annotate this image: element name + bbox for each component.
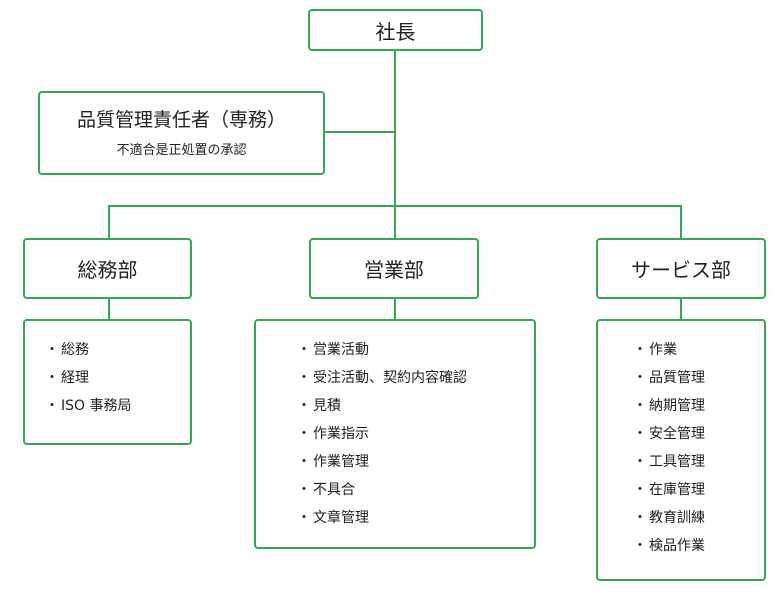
department-eigyo-label: 営業部 bbox=[364, 258, 424, 282]
duty-item: 文章管理 bbox=[297, 504, 467, 532]
duty-item: 作業指示 bbox=[297, 420, 467, 448]
soumu-duty-list: 総務 経理 ISO 事務局 bbox=[45, 336, 132, 420]
president-label: 社長 bbox=[375, 19, 416, 44]
department-service-label: サービス部 bbox=[631, 258, 731, 282]
service-duty-list: 作業 品質管理 納期管理 安全管理 工具管理 在庫管理 教育訓練 検品作業 bbox=[633, 336, 705, 560]
department-service-box: サービス部 bbox=[596, 238, 766, 299]
connector-soumu-duties bbox=[108, 298, 110, 319]
department-soumu-label: 総務部 bbox=[77, 258, 138, 282]
connector-eigyo-duties bbox=[394, 298, 396, 319]
connector-quality-manager bbox=[324, 131, 395, 133]
eigyo-duty-list: 営業活動 受注活動、契約内容確認 見積 作業指示 作業管理 不具合 文章管理 bbox=[297, 336, 467, 532]
duty-item: 不具合 bbox=[297, 476, 467, 504]
soumu-duties-box: 総務 経理 ISO 事務局 bbox=[23, 319, 192, 445]
duty-item: 納期管理 bbox=[633, 392, 705, 420]
connector-horizontal bbox=[108, 205, 682, 207]
connector-service-duties bbox=[680, 298, 682, 319]
quality-manager-duty: 不適合是正処置の承認 bbox=[116, 143, 247, 158]
duty-item: 検品作業 bbox=[633, 532, 705, 560]
duty-item: 品質管理 bbox=[633, 364, 705, 392]
department-soumu-box: 総務部 bbox=[23, 238, 192, 299]
connector-service bbox=[680, 205, 682, 238]
eigyo-duties-box: 営業活動 受注活動、契約内容確認 見積 作業指示 作業管理 不具合 文章管理 bbox=[254, 319, 536, 549]
duty-item: 営業活動 bbox=[297, 336, 467, 364]
connector-soumu bbox=[108, 205, 110, 238]
connector-trunk bbox=[394, 51, 396, 238]
quality-manager-box: 品質管理責任者（専務） 不適合是正処置の承認 bbox=[38, 91, 325, 175]
duty-item: 教育訓練 bbox=[633, 504, 705, 532]
duty-item: 見積 bbox=[297, 392, 467, 420]
duty-item: 作業管理 bbox=[297, 448, 467, 476]
department-eigyo-box: 営業部 bbox=[309, 238, 479, 299]
duty-item: 安全管理 bbox=[633, 420, 705, 448]
duty-item: 工具管理 bbox=[633, 448, 705, 476]
duty-item: ISO 事務局 bbox=[45, 392, 132, 420]
quality-manager-title: 品質管理責任者（専務） bbox=[76, 109, 286, 131]
duty-item: 経理 bbox=[45, 364, 132, 392]
service-duties-box: 作業 品質管理 納期管理 安全管理 工具管理 在庫管理 教育訓練 検品作業 bbox=[596, 319, 766, 581]
duty-item: 総務 bbox=[45, 336, 132, 364]
president-box: 社長 bbox=[308, 9, 483, 51]
duty-item: 作業 bbox=[633, 336, 705, 364]
duty-item: 在庫管理 bbox=[633, 476, 705, 504]
duty-item: 受注活動、契約内容確認 bbox=[297, 364, 467, 392]
